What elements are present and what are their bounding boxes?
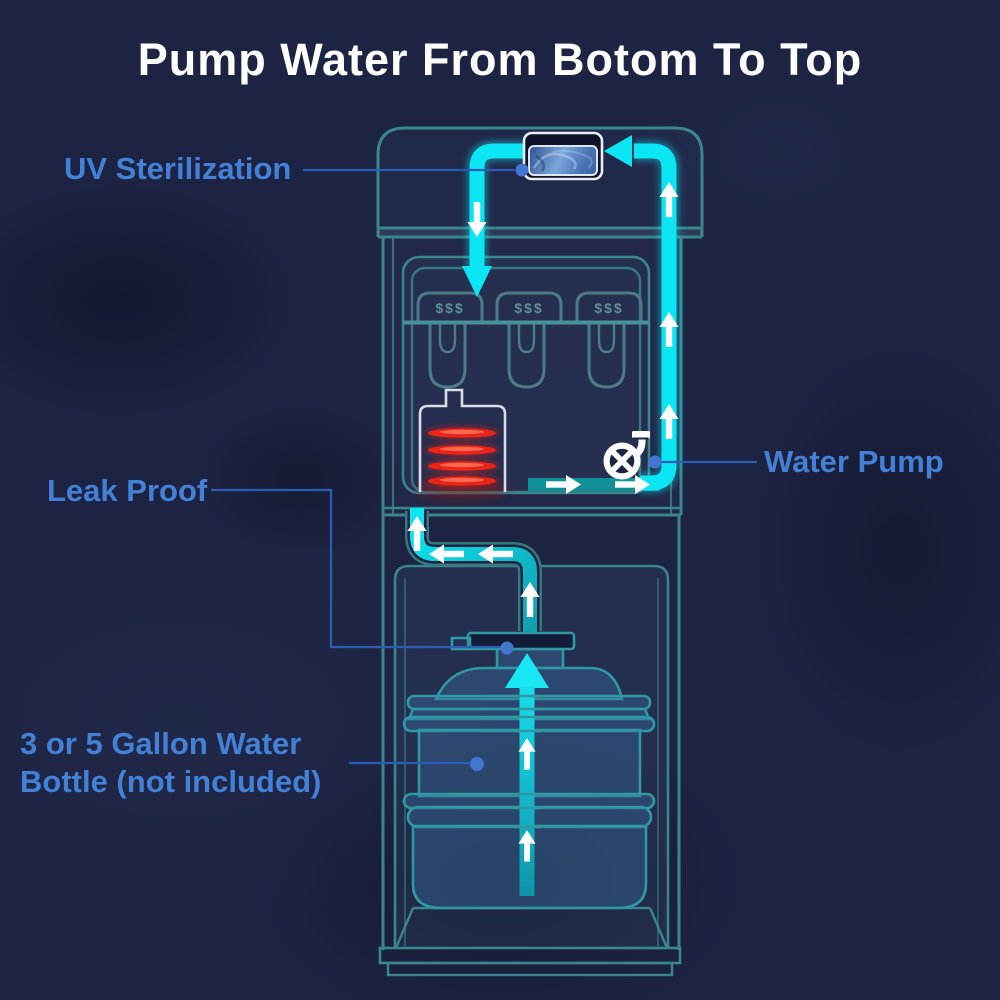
faucet-steam-symbol: $$$	[514, 300, 543, 316]
leak-connector-dot	[500, 641, 514, 655]
heater-outline	[418, 388, 507, 492]
bottle-seat-plate	[466, 631, 576, 651]
heater-coils	[425, 426, 499, 488]
flow-arrowhead-into-uv	[604, 135, 632, 167]
gallon-bottle-label: 3 or 5 Gallon Water Bottle (not included…	[20, 726, 322, 799]
callout-connectors	[211, 163, 757, 771]
faucet-cold: $$$	[575, 291, 643, 389]
faucet-warm: $$$	[495, 291, 563, 389]
faucets: $$$ $$$ $$$	[403, 291, 649, 389]
uv-connector-dot	[515, 163, 529, 177]
uv-outlet-pipe	[462, 140, 523, 297]
leak-connector-line	[211, 488, 501, 649]
heating-tank	[416, 388, 508, 499]
water-pump-icon	[603, 431, 650, 480]
faucet-steam-symbol: $$$	[435, 300, 464, 316]
uv-sterilization-label: UV Sterilization	[64, 151, 292, 186]
pump-suction-pipe	[528, 478, 660, 491]
water-pump-label: Water Pump	[764, 444, 944, 479]
page-title: Pump Water From Botom To Top	[137, 34, 863, 85]
faucet-steam-symbol: $$$	[594, 300, 623, 316]
bottle-seat-tab	[450, 636, 472, 651]
flow-arrowhead-down	[462, 266, 492, 297]
pump-connector-dot	[648, 455, 662, 469]
bottle-connector-dot	[470, 757, 484, 771]
faucet-hot: $$$	[416, 291, 484, 389]
leak-proof-label: Leak Proof	[47, 473, 208, 508]
uv-sterilizer-unit	[522, 131, 604, 181]
bottle-flow-arrow	[505, 653, 549, 896]
